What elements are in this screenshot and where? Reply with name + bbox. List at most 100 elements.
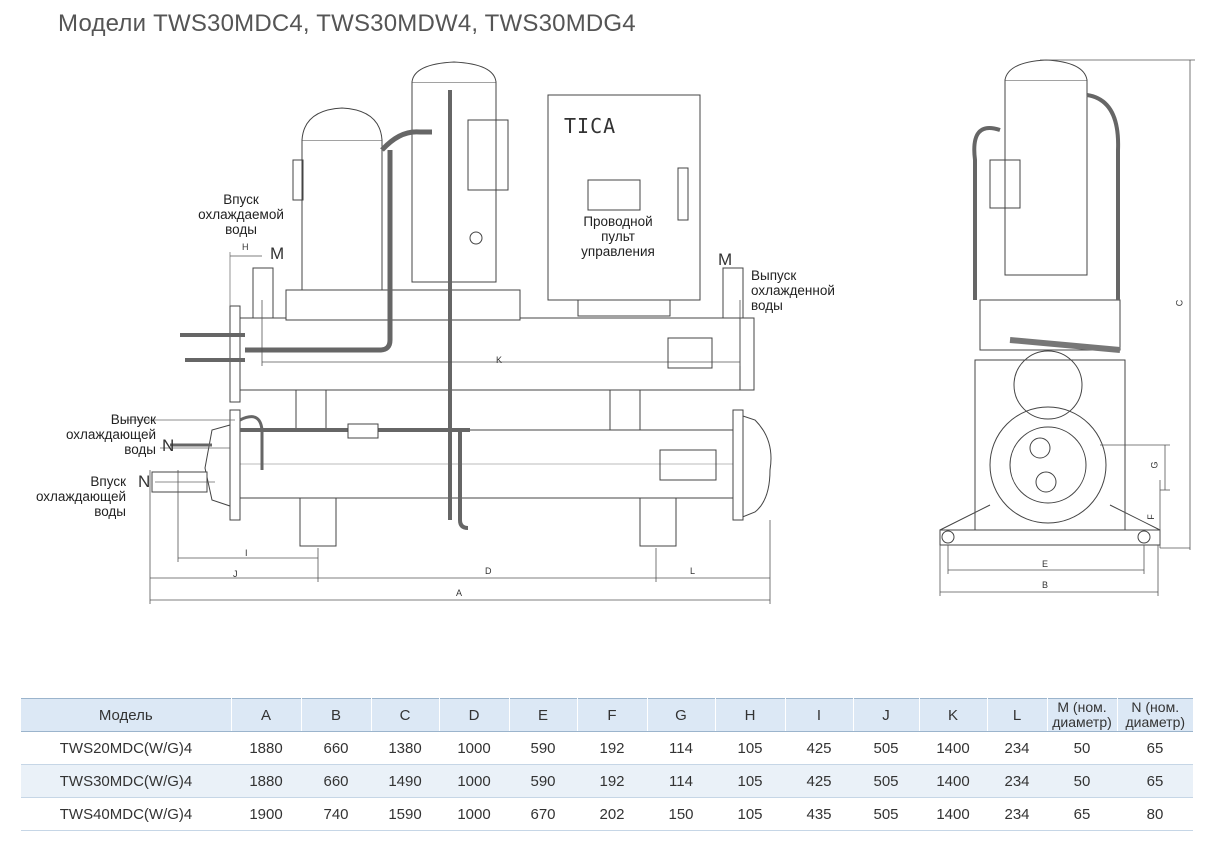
label-inlet-cooling-water: Впуск охлаждающей воды (10, 474, 126, 519)
table-row: TWS40MDC(W/G)4 1900 740 1590 1000 670 20… (21, 798, 1193, 831)
label-line: воды (751, 298, 783, 313)
label-wired-remote: Проводной пульт управления (570, 214, 666, 259)
label-line: Впуск (90, 474, 126, 489)
table-cell: 114 (669, 739, 693, 757)
table-cell: 105 (737, 805, 763, 823)
cell-model: TWS30MDC(W/G)4 (59, 772, 193, 790)
brand-logo-text: TICA (564, 114, 617, 138)
label-line: охлаждающей (65, 427, 156, 442)
table-cell: 65 (1073, 805, 1091, 823)
port-letter-n-lower: N (138, 472, 151, 491)
table-cell: 1400 (936, 739, 970, 757)
table-cell: 590 (530, 772, 556, 790)
header-n-line: диаметр) (1125, 714, 1186, 730)
table-cell: 1000 (457, 739, 491, 757)
table-cell: 1000 (457, 772, 491, 790)
port-letter-m-right: M (718, 250, 733, 269)
header-c: C (370, 698, 439, 732)
label-outlet-chilled-water: Выпуск охлажденной воды (751, 268, 835, 313)
table-cell: 660 (323, 739, 349, 757)
table-cell: 1400 (936, 772, 970, 790)
label-line: воды (225, 222, 257, 237)
header-m-line: M (ном. (1057, 699, 1107, 715)
label-line: охлажденной (751, 283, 835, 298)
table-cell: 234 (1004, 772, 1030, 790)
label-line: управления (581, 244, 655, 259)
table-cell: 435 (806, 805, 832, 823)
header-i: I (784, 698, 853, 732)
dim-label-e: E (1042, 559, 1049, 569)
table-cell: 192 (599, 739, 625, 757)
header-m-line: диаметр) (1052, 714, 1112, 730)
table-cell: 80 (1146, 805, 1164, 823)
dim-label-l: L (690, 566, 696, 576)
table-cell: 105 (737, 739, 763, 757)
table-cell: 1880 (249, 739, 283, 757)
cell-model: TWS20MDC(W/G)4 (59, 739, 193, 757)
header-f: F (576, 698, 647, 732)
label-line: пульт (601, 229, 635, 244)
table-cell: 202 (599, 805, 625, 823)
table-cell: 1880 (249, 772, 283, 790)
header-b: B (300, 698, 371, 732)
header-l: L (986, 698, 1047, 732)
table-cell: 105 (737, 772, 763, 790)
unit-drawing (125, 59, 1195, 604)
label-line: Проводной (583, 214, 653, 229)
dim-label-a: A (456, 588, 463, 598)
table-cell: 65 (1146, 772, 1164, 790)
header-n: N (ном. диаметр) (1116, 698, 1193, 732)
header-m: M (ном. диаметр) (1046, 698, 1117, 732)
table-cell: 740 (323, 805, 349, 823)
table-cell: 660 (323, 772, 349, 790)
label-outlet-cooling-water: Выпуск охлаждающей воды (36, 412, 156, 457)
table-cell: 505 (873, 772, 899, 790)
header-e: E (508, 698, 577, 732)
dim-label-c: C (1174, 299, 1185, 307)
dim-label-k: K (496, 355, 503, 365)
table-cell: 114 (669, 772, 693, 790)
label-line: охлаждающей (35, 489, 126, 504)
dim-label-b: B (1042, 580, 1049, 590)
header-j: J (852, 698, 919, 732)
table-cell: 1000 (457, 805, 491, 823)
cell-model: TWS40MDC(W/G)4 (59, 805, 193, 823)
table-cell: 1590 (388, 805, 422, 823)
table-cell: 65 (1146, 739, 1164, 757)
table-header-row: Модель A B C D E F G H I J K L M (ном. д… (21, 698, 1193, 732)
table-cell: 1900 (249, 805, 283, 823)
dim-label-f: F (1145, 514, 1156, 520)
dimensions-table: Модель A B C D E F G H I J K L M (ном. д… (21, 698, 1193, 831)
table-cell: 425 (806, 739, 832, 757)
label-line: охлаждаемой (198, 207, 284, 222)
table-cell: 234 (1004, 805, 1030, 823)
header-a: A (230, 698, 301, 732)
dim-label-i: I (245, 548, 248, 558)
table-row: TWS30MDC(W/G)4 1880 660 1490 1000 590 19… (21, 764, 1193, 798)
table-cell: 50 (1073, 772, 1091, 790)
table-cell: 505 (873, 739, 899, 757)
table-cell: 505 (873, 805, 899, 823)
table-cell: 1490 (388, 772, 422, 790)
port-letter-m-left: M (270, 244, 285, 263)
header-h: H (714, 698, 785, 732)
label-line: воды (124, 442, 156, 457)
header-k: K (918, 698, 987, 732)
header-n-line: N (ном. (1131, 699, 1180, 715)
table-cell: 1400 (936, 805, 970, 823)
table-cell: 590 (530, 739, 556, 757)
table-cell: 670 (530, 805, 556, 823)
table-cell: 192 (599, 772, 625, 790)
table-cell: 1380 (388, 739, 422, 757)
label-line: Выпуск (110, 412, 156, 427)
label-line: Впуск (223, 192, 259, 207)
header-d: D (438, 698, 509, 732)
label-line: воды (94, 504, 126, 519)
header-model: Модель (21, 698, 231, 732)
table-cell: 150 (668, 805, 694, 823)
label-inlet-cooled-water: Впуск охлаждаемой воды (193, 192, 289, 237)
dim-label-j: J (233, 569, 238, 579)
table-cell: 50 (1073, 739, 1091, 757)
dim-label-d: D (485, 566, 492, 576)
table-row: TWS20MDC(W/G)4 1880 660 1380 1000 590 19… (21, 732, 1193, 765)
